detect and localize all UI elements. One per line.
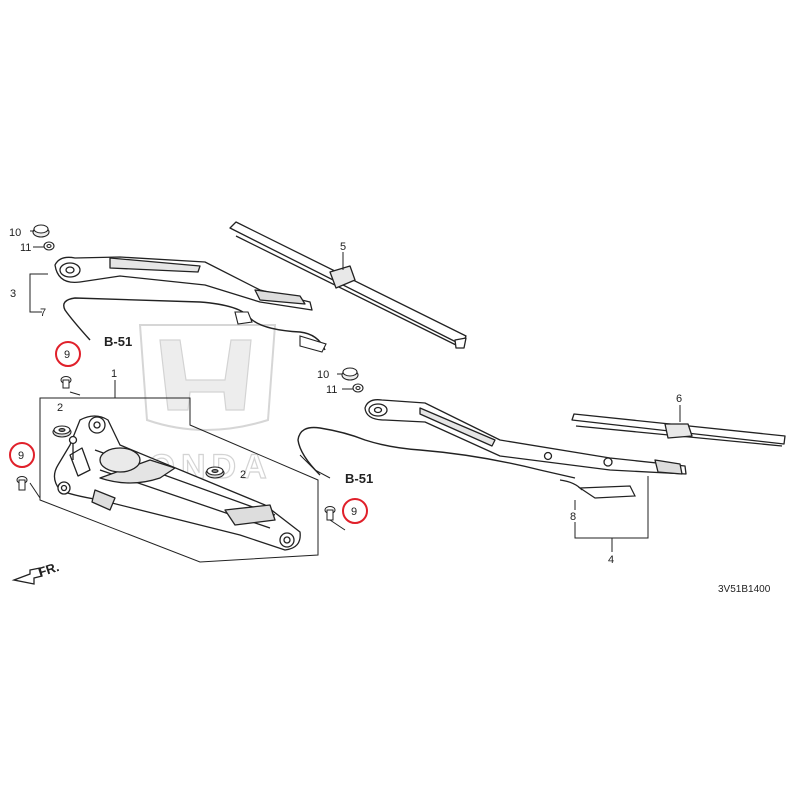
label-part-5: 5 bbox=[340, 241, 346, 253]
label-part-4: 4 bbox=[608, 554, 614, 566]
highlight-9-left bbox=[9, 442, 35, 468]
cap-nut-left bbox=[32, 224, 55, 251]
assembly-bracket bbox=[39, 397, 319, 563]
right-wiper-arm bbox=[364, 399, 687, 475]
ref-b51-left: B-51 bbox=[104, 334, 132, 349]
front-label: FR. bbox=[36, 559, 61, 580]
highlight-9-top bbox=[55, 341, 81, 367]
label-part-9-left: 9 bbox=[18, 450, 24, 462]
left-washer-hose bbox=[63, 297, 326, 351]
ref-b51-right: B-51 bbox=[345, 471, 373, 486]
cap-nut-right bbox=[341, 367, 364, 393]
label-part-10-right: 10 bbox=[317, 369, 329, 381]
label-part-3: 3 bbox=[10, 288, 16, 300]
label-part-1: 1 bbox=[111, 368, 117, 380]
grommet-b bbox=[205, 466, 225, 479]
label-part-6: 6 bbox=[676, 393, 682, 405]
diagram-code: 3V51B1400 bbox=[718, 584, 771, 595]
label-part-9-right: 9 bbox=[351, 506, 357, 518]
left-wiper-arm bbox=[54, 256, 313, 311]
front-arrow: FR. bbox=[11, 559, 61, 585]
bolt-right bbox=[324, 506, 336, 521]
bolt-left bbox=[16, 476, 28, 491]
label-part-8: 8 bbox=[570, 511, 576, 523]
label-part-10-left: 10 bbox=[9, 227, 21, 239]
right-washer-hose bbox=[297, 426, 576, 479]
label-part-9-top: 9 bbox=[64, 349, 70, 361]
bolt-top bbox=[60, 376, 72, 389]
wiper-linkage bbox=[53, 415, 301, 551]
left-wiper-blade bbox=[229, 221, 467, 349]
label-part-2-a: 2 bbox=[57, 402, 63, 414]
label-part-2-b: 2 bbox=[240, 469, 246, 481]
label-part-11-left: 11 bbox=[20, 242, 31, 254]
right-wiper-blade bbox=[571, 413, 786, 447]
label-part-11-right: 11 bbox=[326, 384, 337, 396]
grommet-a bbox=[52, 425, 72, 438]
highlight-9-right bbox=[342, 498, 368, 524]
label-part-7: 7 bbox=[40, 307, 46, 319]
